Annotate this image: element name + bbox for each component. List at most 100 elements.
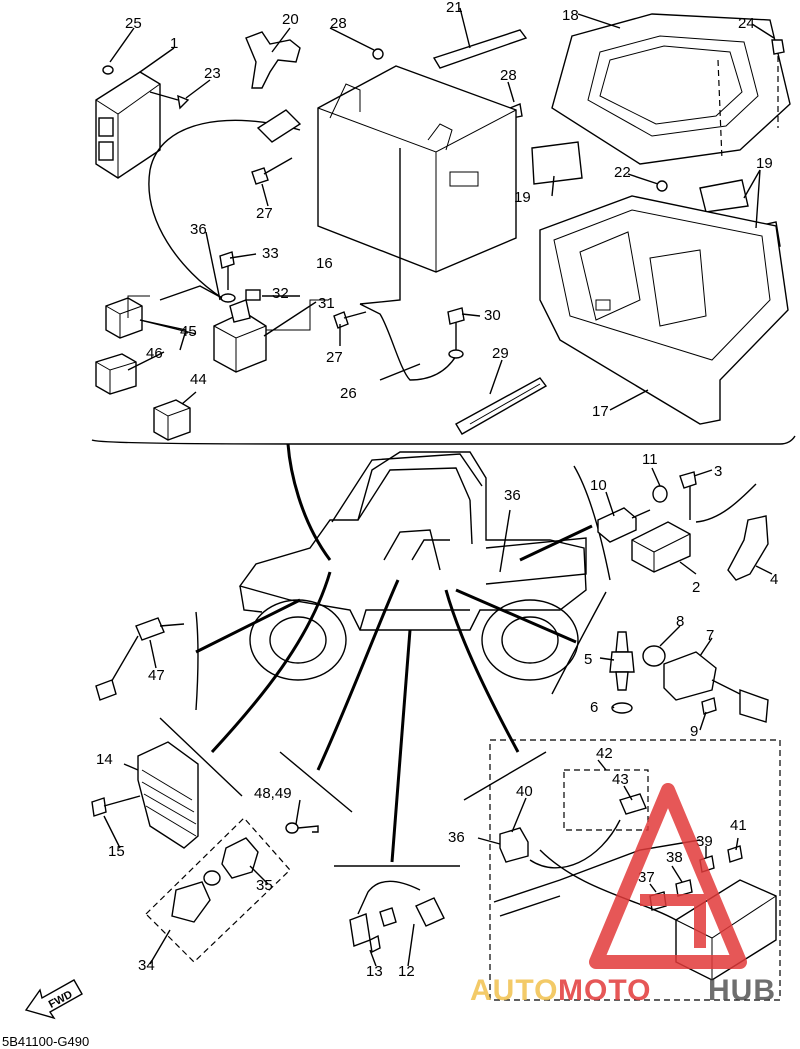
leader-13 [390,629,412,863]
callout-20: 20 [282,11,299,28]
callout-34: 34 [138,957,155,974]
callout-6: 6 [590,699,598,716]
callout-32: 32 [272,285,289,302]
part-14-rectifier [137,741,199,849]
callout-16: 16 [316,255,333,272]
leader-36-box [444,589,520,753]
callout-44: 44 [190,371,207,388]
middle-right-leaders [599,467,773,731]
callout-27a: 27 [256,205,273,222]
part-9-bolt [701,697,717,715]
part-11-washer [652,485,668,503]
callout-38: 38 [666,849,683,866]
callout-18: 18 [562,7,579,24]
callout-26: 26 [340,385,357,402]
watermark-auto: AUTO [470,974,558,1007]
callout-35: 35 [256,877,273,894]
part-15-bolt [91,795,141,817]
callout-11: 11 [642,451,658,468]
part-16-battery [317,65,517,273]
callout-10: 10 [590,477,607,494]
callout-19b: 19 [756,155,773,172]
part-22-screw [656,180,668,192]
callout-23: 23 [204,65,221,82]
callout-17: 17 [592,403,609,420]
part-17-battery-box [539,195,789,425]
top-leaders [109,7,775,411]
callout-27b: 27 [326,349,343,366]
callout-28b: 28 [500,67,517,84]
callout-24: 24 [738,15,755,32]
part-44-relay [153,399,191,441]
dashed-group-34 [145,817,291,963]
callout-1: 1 [170,35,178,52]
battery-lead-36 [148,119,301,299]
callout-25: 25 [125,15,142,32]
part-35-switch [203,837,259,886]
part-5-spark-plug [609,631,635,691]
callout-4849: 48,49 [254,785,292,802]
leader-5 [455,588,577,644]
leader-48 [316,579,400,771]
callout-39: 39 [696,833,713,850]
callout-42: 42 [596,745,613,762]
part-29-cable-tie [455,377,548,435]
callout-47: 47 [148,667,165,684]
bracket-47 [195,611,199,711]
part-1-cdi-unit [95,71,161,179]
harness-strap [493,839,701,917]
callout-21: 21 [446,0,463,16]
callout-46: 46 [146,345,163,362]
callout-37: 37 [638,869,655,886]
leader-top-section [286,443,332,561]
washer [220,293,236,303]
part-6-gasket [611,702,633,714]
dashed-box-36 [489,739,781,1001]
fwd-label: FWD [47,988,75,1010]
part-fuse-holder [256,109,302,143]
bracket-box [463,751,547,801]
diagram-code: 5B41100-G490 [2,1034,89,1049]
callout-3: 3 [714,463,722,480]
part-40-relay [499,827,529,863]
callout-19a: 19 [514,189,531,206]
part-45-relay [105,297,143,339]
callout-22: 22 [614,164,631,181]
callout-31: 31 [318,295,335,312]
bracket-regulator [159,717,243,797]
callout-15: 15 [108,843,125,860]
top-section-divider [91,435,796,445]
bracket-45 [127,295,150,318]
callout-2: 2 [692,579,700,596]
part-47-sensor [95,617,185,701]
watermark-triangle-icon [589,783,747,969]
leader-ignition [519,524,593,562]
bracket-31 [266,299,328,331]
part-8-oring [642,645,666,667]
leader-47 [195,598,301,654]
part-48-49-key [285,822,319,834]
callout-7: 7 [706,627,714,644]
part-26-ground-lead [359,303,457,381]
bracket-key [279,751,353,813]
part-18-battery-cover [551,13,791,165]
watermark-arrow-icon [640,894,706,948]
part-27-bolt-a [251,157,293,185]
watermark-hub: HUB [708,974,776,1007]
relay-45-leader [139,319,187,351]
part-28-bolt-a [372,48,384,60]
callout-5: 5 [584,651,592,668]
part-34-switch [171,881,211,923]
leader-36b [499,509,511,573]
vehicle-side-view [238,451,587,681]
callout-33: 33 [262,245,279,262]
part-20-clamp [245,31,301,89]
part-21-strap [432,29,528,69]
part-12-sensor [379,897,445,927]
part-13-sensor [349,880,421,954]
watermark-logo: AUTO MOTO HUB [470,783,776,1007]
part-46-relay [95,353,137,395]
callout-13: 13 [366,963,383,980]
callout-36b: 36 [504,487,521,504]
